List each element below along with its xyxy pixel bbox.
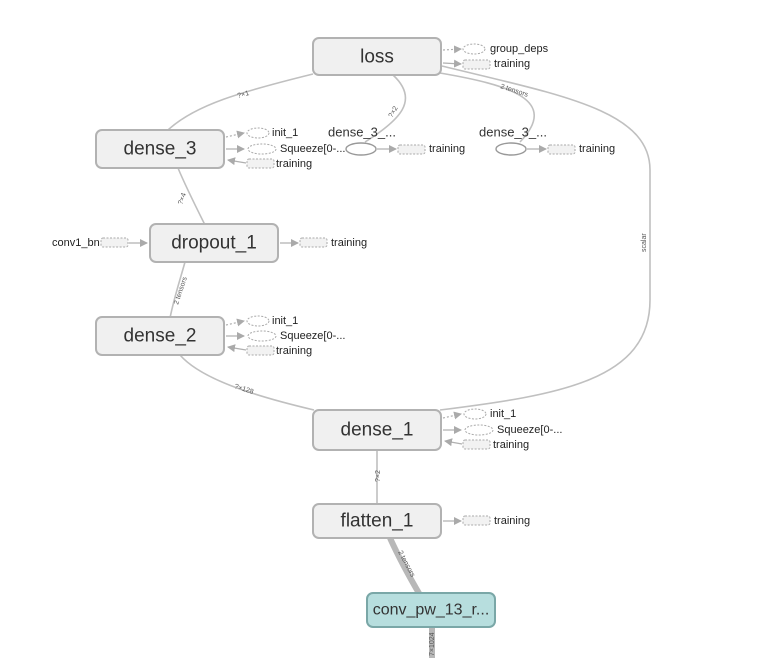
aux-node-dense3-squeeze[interactable] xyxy=(247,143,277,155)
aux-label-dense3-training: training xyxy=(276,158,312,170)
loss-aux: group_deps training xyxy=(442,43,549,70)
node-dense-2-label: dense_2 xyxy=(124,326,197,347)
edge-label-dense3-dropout: ?×4 xyxy=(177,192,188,206)
aux-label-sq-b-training: training xyxy=(579,143,615,155)
aux-node-dense1-squeeze[interactable] xyxy=(464,424,494,436)
aux-node-dropout-training[interactable] xyxy=(299,237,328,248)
aux-label-dense1-init: init_1 xyxy=(490,408,516,420)
aux-node-dense1-init[interactable] xyxy=(463,408,487,420)
node-loss-label: loss xyxy=(360,47,394,68)
edge-label-scalar: scalar xyxy=(641,233,648,252)
edge-dense2-dense1[interactable] xyxy=(179,354,315,411)
edge-label-loss-dense3: ?×1 xyxy=(237,90,250,100)
aux-arrow-dense1-init xyxy=(442,411,462,420)
node-flatten-1-label: flatten_1 xyxy=(341,511,414,532)
edge-loss-dense1[interactable] xyxy=(439,65,651,411)
aux-label-group-deps: group_deps xyxy=(490,43,549,55)
node-dense-3-sq-a-label: dense_3_... xyxy=(328,125,396,140)
aux-node-sq-a-training[interactable] xyxy=(397,144,426,155)
aux-arrow-group-deps xyxy=(442,45,462,54)
aux-arrow-dense1-training xyxy=(444,438,463,447)
edge-labels: ?×1 ?×2 2 tensors scalar ?×4 2 tensors ?… xyxy=(173,83,648,656)
aux-node-dense2-init[interactable] xyxy=(246,315,270,327)
edge-flatten-conv[interactable] xyxy=(387,536,423,597)
node-loss[interactable]: loss xyxy=(312,37,442,76)
aux-node-dense1-training[interactable] xyxy=(462,439,491,450)
dense-2-aux: init_1 Squeeze[0-... training xyxy=(225,315,345,357)
aux-label-sq-a-training: training xyxy=(429,143,465,155)
edge-dropout-dense2[interactable] xyxy=(169,261,186,319)
aux-node-dense2-training[interactable] xyxy=(246,345,275,356)
aux-node-group-deps[interactable] xyxy=(462,43,486,55)
aux-label-dense3-init: init_1 xyxy=(272,127,298,139)
dropout-1-aux: conv1_bn training xyxy=(52,237,367,249)
aux-label-loss-training: training xyxy=(494,58,530,70)
aux-label-dense1-squeeze: Squeeze[0-... xyxy=(497,424,562,436)
edge-label-dropout-dense2: 2 tensors xyxy=(173,276,189,306)
aux-node-dense2-squeeze[interactable] xyxy=(247,330,277,342)
node-dropout-1-label: dropout_1 xyxy=(171,233,257,254)
aux-arrow-loss-training xyxy=(442,59,462,68)
main-edges xyxy=(167,65,651,658)
dense-3-sq-a-aux: training xyxy=(377,143,465,155)
node-dense-2[interactable]: dense_2 xyxy=(95,316,225,356)
dense-3-sq-b-aux: training xyxy=(527,143,615,155)
node-dense-3-label: dense_3 xyxy=(124,139,197,160)
edge-loss-dense3-sq-a[interactable] xyxy=(364,74,407,143)
aux-arrow-dense2-training xyxy=(227,344,247,353)
aux-arrow-dense2-init xyxy=(225,318,245,327)
edge-label-conv-below: 7×1024 xyxy=(429,632,436,656)
aux-label-dense2-init: init_1 xyxy=(272,315,298,327)
node-conv-pw-13-label: conv_pw_13_r... xyxy=(373,602,490,619)
node-flatten-1[interactable]: flatten_1 xyxy=(312,503,442,539)
aux-label-dense2-squeeze: Squeeze[0-... xyxy=(280,330,345,342)
aux-node-flatten-training[interactable] xyxy=(462,515,491,526)
aux-label-dropout-training: training xyxy=(331,237,367,249)
aux-label-flatten-training: training xyxy=(494,515,530,527)
aux-label-dense1-training: training xyxy=(493,439,529,451)
aux-node-loss-training[interactable] xyxy=(462,59,491,70)
aux-node-dense3-init[interactable] xyxy=(246,127,270,139)
edge-label-dense2-dense1: ?×128 xyxy=(233,383,254,396)
node-dense-1[interactable]: dense_1 xyxy=(312,409,442,451)
node-conv-pw-13[interactable]: conv_pw_13_r... xyxy=(366,592,496,628)
aux-node-conv1-bn[interactable] xyxy=(100,237,129,248)
aux-label-dense3-squeeze: Squeeze[0-... xyxy=(280,143,345,155)
dense-1-aux: init_1 Squeeze[0-... training xyxy=(442,408,562,451)
aux-arrow-dense3-init xyxy=(225,130,245,139)
flatten-1-aux: training xyxy=(443,515,530,527)
node-dense-3-sq-b[interactable]: dense_3_... xyxy=(479,125,547,156)
aux-node-sq-b-training[interactable] xyxy=(547,144,576,155)
node-dense-3-sq-b-label: dense_3_... xyxy=(479,125,547,140)
edge-loss-dense3-sq-b[interactable] xyxy=(439,72,535,143)
edge-label-dense1-flatten: ?×2 xyxy=(375,470,382,482)
aux-label-conv1-bn: conv1_bn xyxy=(52,237,100,249)
aux-label-dense2-training: training xyxy=(276,345,312,357)
node-dense-1-label: dense_1 xyxy=(341,420,414,441)
node-dropout-1[interactable]: dropout_1 xyxy=(149,223,279,263)
edge-loss-dense3[interactable] xyxy=(167,73,314,131)
node-dense-3[interactable]: dense_3 xyxy=(95,129,225,169)
node-dense-3-sq-a[interactable]: dense_3_... xyxy=(328,125,396,156)
aux-arrow-dense3-training xyxy=(227,157,247,166)
edge-dense3-dropout[interactable] xyxy=(177,167,206,226)
dense-3-aux: init_1 Squeeze[0-... training xyxy=(225,127,345,170)
aux-node-dense3-training[interactable] xyxy=(246,158,275,169)
